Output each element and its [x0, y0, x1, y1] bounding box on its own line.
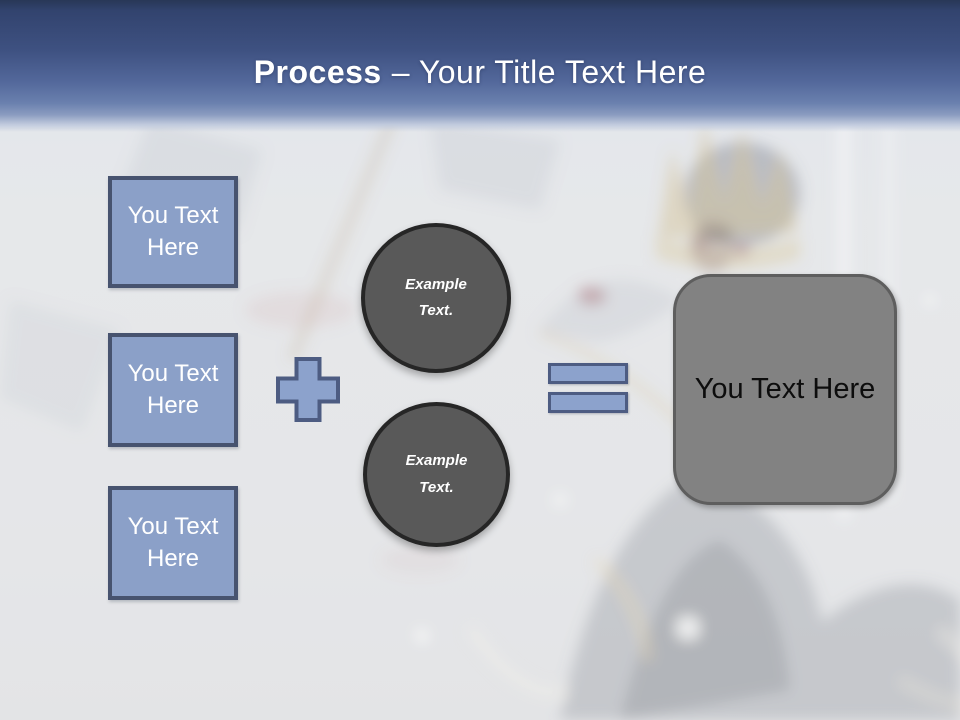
- input-box-3-label: You Text Here: [127, 513, 219, 572]
- input-box-1-label: You Text Here: [127, 202, 219, 261]
- slide-title: Process – Your Title Text Here: [0, 54, 960, 91]
- equals-operator-icon: [548, 363, 628, 413]
- result-box: You Text Here: [673, 274, 897, 505]
- header-gradient-band: [0, 0, 960, 132]
- example-circle-1-label: Example Text.: [405, 275, 467, 319]
- input-box-2-label: You Text Here: [127, 360, 219, 419]
- equals-top-bar: [548, 363, 628, 384]
- equals-bottom-bar: [548, 392, 628, 413]
- input-box-2: You Text Here: [108, 333, 238, 447]
- slide-title-keyword: Process: [253, 54, 382, 90]
- result-box-label: You Text Here: [694, 373, 876, 405]
- example-circle-1: Example Text.: [361, 223, 511, 373]
- plus-operator-icon: [275, 356, 341, 422]
- example-circle-2: Example Text.: [363, 402, 510, 547]
- slide-title-subtitle: – Your Title Text Here: [391, 54, 707, 90]
- input-box-1: You Text Here: [108, 176, 238, 288]
- example-circle-2-label: Example Text.: [405, 452, 468, 496]
- input-box-3: You Text Here: [108, 486, 238, 600]
